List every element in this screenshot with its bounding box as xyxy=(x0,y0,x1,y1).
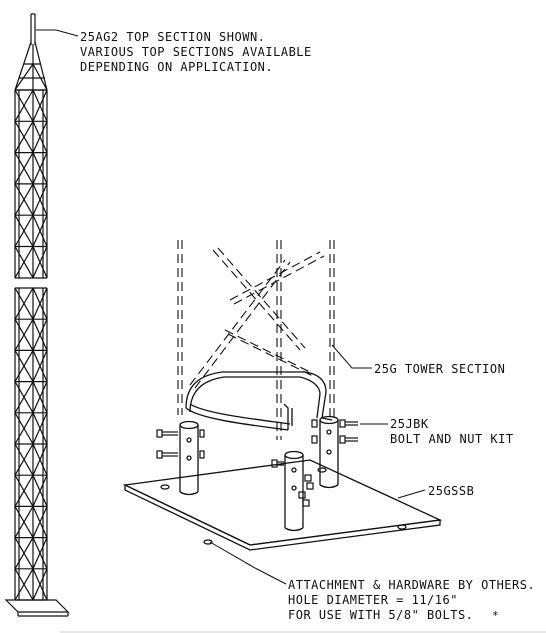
lattice-brace xyxy=(32,412,48,445)
lattice-brace xyxy=(14,568,34,601)
lattice-brace xyxy=(14,246,34,279)
top-section-leader xyxy=(36,29,79,37)
lattice-brace xyxy=(14,287,34,320)
bolt-kit-label-line-2: BOLT AND NUT KIT xyxy=(390,432,514,446)
bolt xyxy=(311,419,358,428)
bolt xyxy=(271,459,284,468)
lattice-brace xyxy=(32,474,48,507)
top-section-label-line-2: VARIOUS TOP SECTIONS AVAILABLE xyxy=(80,45,312,59)
lattice-brace xyxy=(14,318,34,351)
lattice-brace xyxy=(32,443,48,476)
tower-elevation xyxy=(4,13,70,617)
lattice-brace xyxy=(32,506,48,538)
bolts xyxy=(156,419,358,507)
attachment-leader xyxy=(209,541,287,585)
lattice-brace xyxy=(32,214,48,247)
attachment-label-line-1: ATTACHMENT & HARDWARE BY OTHERS. xyxy=(288,578,536,592)
lattice-brace xyxy=(32,381,48,414)
loose-nuts xyxy=(298,474,314,507)
bolt xyxy=(156,450,205,459)
base-plate-25gssb xyxy=(122,459,443,551)
lattice-brace xyxy=(14,89,34,122)
lattice-brace xyxy=(32,89,48,122)
bolt xyxy=(311,435,358,444)
lattice-brace xyxy=(32,350,48,382)
lattice-brace xyxy=(14,537,34,570)
lattice-brace xyxy=(32,287,48,320)
lattice-brace xyxy=(32,537,48,570)
footnote-mark: * xyxy=(492,609,500,622)
lattice-brace xyxy=(14,474,34,507)
lattice-brace xyxy=(14,152,34,185)
tower-section-label: 25G TOWER SECTION xyxy=(374,362,506,376)
lattice-brace xyxy=(32,568,48,601)
bottom-rod-assembly xyxy=(185,371,333,431)
stub-tube-right xyxy=(319,415,339,489)
leaders xyxy=(209,344,426,585)
base-plate-label: 25GSSB xyxy=(428,484,475,498)
lattice-brace xyxy=(32,121,48,153)
lattice-brace xyxy=(14,183,34,216)
lattice-brace xyxy=(14,214,34,247)
top-section-label-line-1: 25AG2 TOP SECTION SHOWN. xyxy=(80,30,266,44)
upper-tower-section xyxy=(14,89,48,279)
lattice-brace xyxy=(32,183,48,216)
stub-tube-left xyxy=(179,420,199,496)
lattice-brace xyxy=(14,412,34,445)
bolt xyxy=(156,429,205,438)
base-assembly xyxy=(122,240,443,585)
lattice-brace xyxy=(32,318,48,351)
tower-section-leader xyxy=(331,344,372,369)
lattice-brace xyxy=(14,350,34,382)
lattice-brace xyxy=(32,246,48,279)
attachment-label-line-2: HOLE DIAMETER = 11/16" xyxy=(288,593,458,607)
lattice-brace xyxy=(14,121,34,153)
lattice-brace xyxy=(14,381,34,414)
bolt-kit-label-line-1: 25JBK xyxy=(390,417,429,431)
lattice-brace xyxy=(32,152,48,185)
lattice-brace xyxy=(14,506,34,538)
top-section-taper xyxy=(14,41,48,91)
tower-base-plate xyxy=(4,599,70,617)
tower-section-dashed-outline xyxy=(177,240,335,440)
lower-tower-section xyxy=(14,287,48,601)
top-section-label-line-3: DEPENDING ON APPLICATION. xyxy=(80,60,274,74)
lattice-brace xyxy=(14,443,34,476)
attachment-label-line-3: FOR USE WITH 5/8" BOLTS. xyxy=(288,608,474,622)
base-plate-leader xyxy=(397,489,426,499)
top-pole xyxy=(30,13,36,45)
